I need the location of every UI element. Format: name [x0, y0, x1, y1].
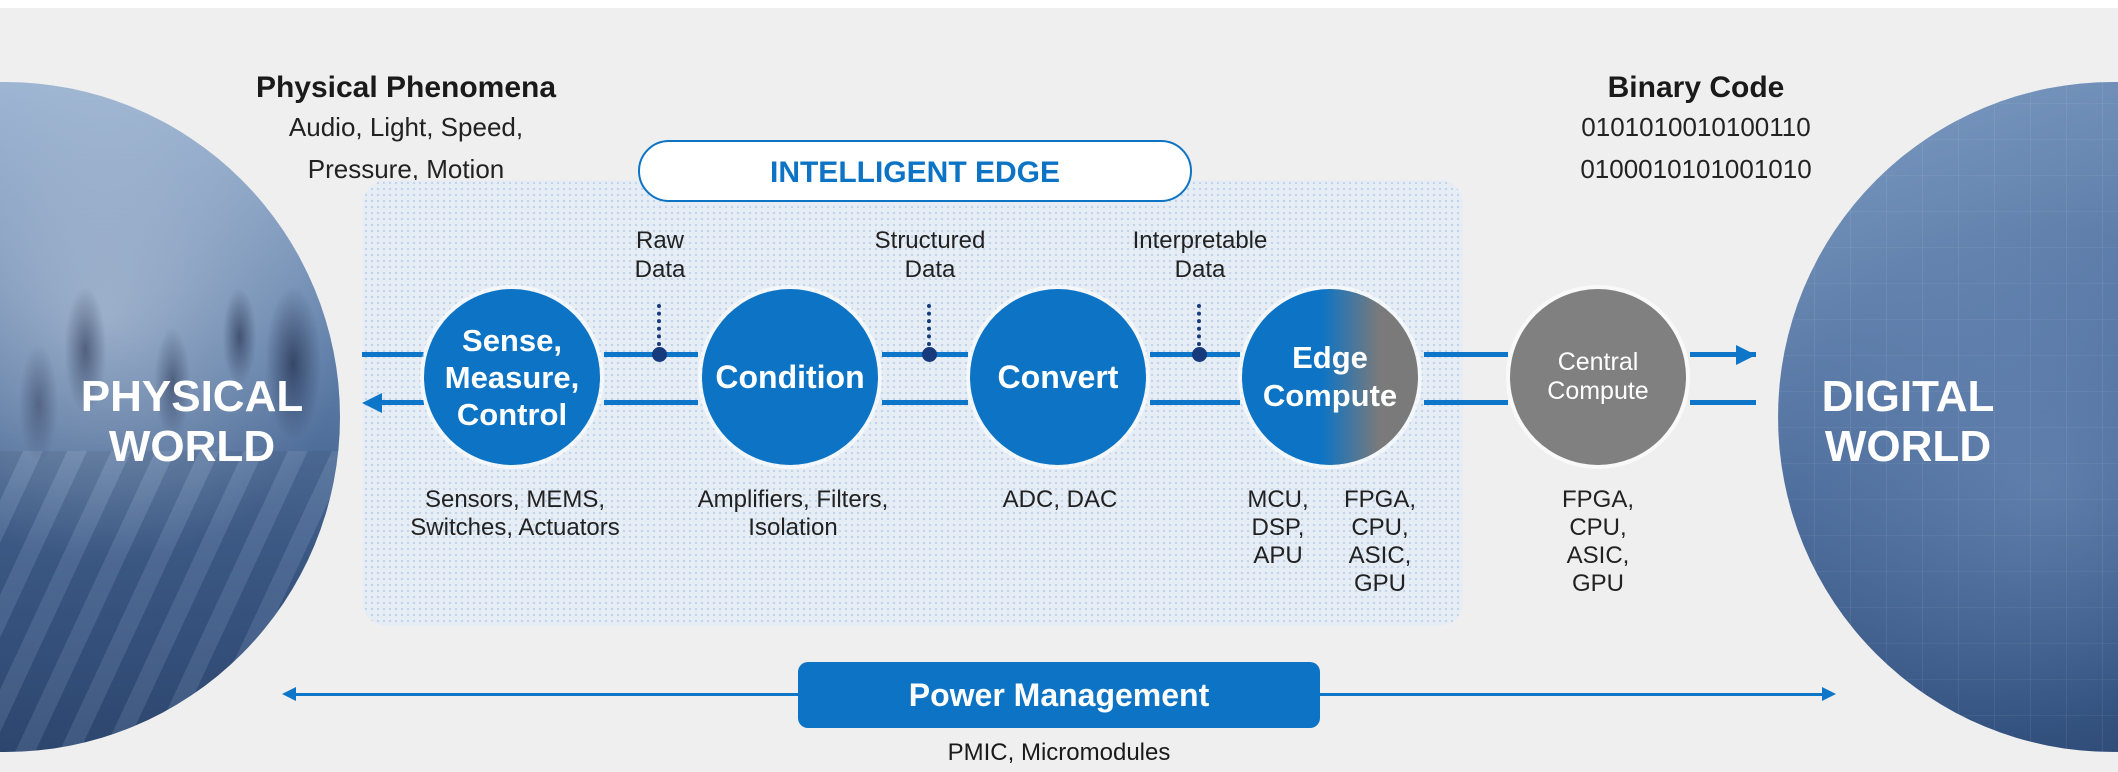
convert-caption-line-1: ADC, DAC	[1002, 486, 1118, 513]
stage-condition: Condition	[702, 289, 878, 465]
stage-central-compute: Central Compute	[1510, 289, 1686, 465]
arrow-left-head	[362, 393, 382, 413]
edge-caption-left-line-2: DSP,	[1251, 514, 1305, 541]
interpretable-data-line-1: Interpretable	[1132, 227, 1268, 254]
power-arrow-left-head	[282, 687, 296, 701]
central-caption-line-4: GPU	[1571, 570, 1624, 597]
edge-caption-left: MCU, DSP, APU	[1228, 486, 1328, 570]
flow-line-bottom-3	[882, 400, 968, 405]
power-management-caption: PMIC, Micromodules	[947, 739, 1171, 766]
sense-caption-line-1: Sensors, MEMS,	[424, 486, 606, 513]
physical-phenomena-heading: Physical Phenomena Audio, Light, Speed, …	[226, 70, 586, 190]
stage-sense-measure-control: Sense, Measure, Control	[424, 289, 600, 465]
edge-caption-right-line-2: CPU,	[1351, 514, 1409, 541]
power-line-left	[296, 693, 798, 696]
raw-data-line-1: Raw	[635, 227, 684, 254]
stage-edge-line-2: Compute	[1262, 378, 1398, 413]
edge-caption-right: FPGA, CPU, ASIC, GPU	[1330, 486, 1430, 598]
sense-caption: Sensors, MEMS, Switches, Actuators	[390, 486, 640, 542]
flow-line-top-2	[604, 352, 698, 357]
central-caption-line-1: FPGA,	[1561, 486, 1634, 513]
physical-world-label: PHYSICAL WORLD	[62, 372, 322, 472]
edge-caption-right-line-1: FPGA,	[1343, 486, 1416, 513]
physical-world-image: PHYSICAL WORLD	[0, 82, 340, 752]
digital-world-label-line-2: WORLD	[1824, 422, 1992, 471]
structured-data-dotted-line	[927, 304, 931, 346]
raw-data-label: Raw Data	[560, 226, 760, 284]
flow-line-bottom-6	[1690, 400, 1756, 405]
edge-caption-right-line-4: GPU	[1353, 570, 1406, 597]
binary-code-line-1: 0101010010100110	[1581, 112, 1811, 142]
structured-data-line-1: Structured	[874, 227, 986, 254]
binary-code-title: Binary Code	[1607, 71, 1785, 104]
stage-condition-label: Condition	[715, 358, 865, 395]
structured-data-label: Structured Data	[830, 226, 1030, 284]
raw-data-line-2: Data	[634, 256, 686, 283]
edge-caption-left-line-1: MCU,	[1247, 486, 1309, 513]
condition-caption-line-2: Isolation	[748, 514, 838, 541]
binary-code-heading: Binary Code 0101010010100110 01000101010…	[1546, 70, 1846, 190]
physical-world-label-line-2: WORLD	[108, 422, 276, 471]
stage-convert: Convert	[970, 289, 1146, 465]
edge-caption-right-line-3: ASIC,	[1348, 542, 1412, 569]
raw-data-dotted-line	[657, 304, 661, 346]
flow-line-top-1	[362, 352, 424, 357]
central-caption-line-2: CPU,	[1569, 514, 1627, 541]
binary-code-line-2: 0100010101001010	[1580, 154, 1812, 184]
digital-grid-texture	[1778, 82, 2118, 752]
flow-line-bottom-4	[1150, 400, 1240, 405]
raw-data-dot	[652, 347, 667, 362]
stage-sense-line-2: Measure,	[444, 359, 580, 395]
physical-phenomena-line-2: Pressure, Motion	[307, 154, 505, 184]
stage-convert-label: Convert	[997, 358, 1119, 395]
central-caption: FPGA, CPU, ASIC, GPU	[1548, 486, 1648, 598]
structured-data-line-2: Data	[904, 256, 956, 283]
condition-caption: Amplifiers, Filters, Isolation	[668, 486, 918, 542]
stage-sense-line-1: Sense,	[462, 322, 562, 358]
digital-world-label-line-1: DIGITAL	[1821, 372, 1995, 421]
flow-line-top-6	[1690, 352, 1756, 357]
edge-caption-left-line-3: APU	[1253, 542, 1303, 569]
power-management-box: Power Management	[798, 662, 1320, 728]
convert-caption: ADC, DAC	[960, 486, 1160, 514]
interpretable-data-dot	[1192, 347, 1207, 362]
flow-line-bottom-2	[604, 400, 698, 405]
condition-caption-line-1: Amplifiers, Filters,	[697, 486, 889, 513]
digital-world-label: DIGITAL WORLD	[1778, 372, 2038, 472]
interpretable-data-line-2: Data	[1174, 256, 1226, 283]
diagram-canvas: PHYSICAL WORLD DIGITAL WORLD Physical Ph…	[0, 8, 2118, 772]
central-caption-line-3: ASIC,	[1566, 542, 1630, 569]
pedestrians-image	[0, 82, 340, 752]
stage-edge-line-1: Edge	[1292, 340, 1368, 375]
structured-data-dot	[922, 347, 937, 362]
interpretable-data-dotted-line	[1197, 304, 1201, 346]
arrow-right-head	[1736, 345, 1756, 365]
physical-world-label-line-1: PHYSICAL	[80, 372, 304, 421]
sense-caption-line-2: Switches, Actuators	[410, 514, 620, 541]
flow-line-bottom-1	[382, 400, 424, 405]
interpretable-data-label: Interpretable Data	[1100, 226, 1300, 284]
intelligent-edge-title: INTELLIGENT EDGE	[638, 140, 1192, 202]
flow-line-top-5	[1424, 352, 1508, 357]
stage-edge-compute: Edge Compute	[1242, 289, 1418, 465]
stage-sense-line-3: Control	[456, 396, 568, 432]
physical-phenomena-title: Physical Phenomena	[255, 71, 557, 104]
power-arrow-right-head	[1822, 687, 1836, 701]
digital-world-image: DIGITAL WORLD	[1778, 82, 2118, 752]
stage-central-line-1: Central	[1557, 348, 1639, 376]
flow-line-bottom-5	[1424, 400, 1508, 405]
stage-central-line-2: Compute	[1547, 377, 1649, 405]
power-line-right	[1320, 693, 1822, 696]
physical-phenomena-line-1: Audio, Light, Speed,	[288, 112, 524, 142]
